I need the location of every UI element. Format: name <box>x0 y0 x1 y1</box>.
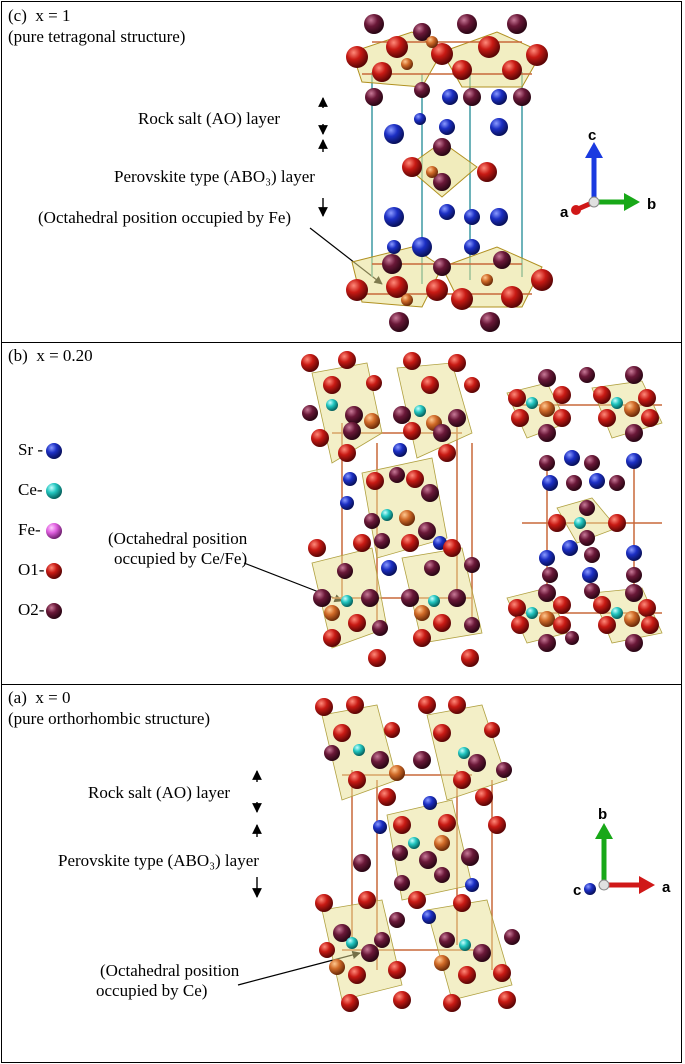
panel-c-heading: (c) x = 1 <box>8 6 70 26</box>
structure-a <box>315 696 520 1012</box>
structure-left <box>301 351 483 667</box>
panel-c-octahedral-note: (Octahedral position occupied by Fe) <box>38 208 292 227</box>
panel-b-label: (b) <box>8 346 28 365</box>
panel-a-note-line1: (Octahedral position <box>100 961 240 980</box>
panel-c: (c) x = 1 (pure tetragonal structure) Ro… <box>1 1 682 343</box>
axis-label-right: b <box>647 196 656 213</box>
panel-a: (a) x = 0 (pure orthorhombic structure) … <box>1 684 682 1063</box>
panel-a-label: (a) <box>8 688 27 707</box>
panel-c-rock-salt-label: Rock salt (AO) layer <box>138 109 281 128</box>
legend-swatch-o2 <box>46 603 62 619</box>
panel-a-figure: b a c <box>237 696 671 1012</box>
panel-a-composition: x = 0 <box>35 688 71 707</box>
atoms-top <box>346 14 548 106</box>
axis-label-left: a <box>560 204 569 221</box>
panel-a-heading: (a) x = 0 <box>8 688 70 708</box>
legend-swatch-o1 <box>46 563 62 579</box>
panel-b-figure <box>46 351 663 667</box>
axis-label-up: b <box>598 806 607 823</box>
legend-label-o1: O1- <box>18 560 45 579</box>
panel-b-composition: x = 0.20 <box>36 346 93 365</box>
legend-swatches <box>46 443 62 619</box>
axis-label-left: c <box>573 882 581 899</box>
panel-b-note-line1: (Octahedral position <box>108 529 248 548</box>
panel-b-heading: (b) x = 0.20 <box>8 346 93 366</box>
atoms-rock-salt <box>384 113 508 257</box>
panel-c-structure: (pure tetragonal structure) <box>8 27 186 46</box>
structure-right <box>506 366 663 652</box>
panel-a-perovskite-label: Perovskite type (ABO₃) layer <box>58 851 259 870</box>
axis-label-right: a <box>662 879 671 896</box>
axis-label-up: c <box>588 127 596 144</box>
panel-c-label: (c) <box>8 6 27 25</box>
legend-label-fe: Fe- <box>18 520 41 539</box>
legend-label-sr: Sr - <box>18 440 44 459</box>
panel-a-rock-salt-label: Rock salt (AO) layer <box>88 783 231 802</box>
atoms-bottom <box>346 251 553 332</box>
panel-c-perovskite-label: Perovskite type (ABO₃) layer <box>114 167 315 186</box>
panel-a-note-line2: occupied by Ce) <box>96 981 208 1000</box>
panel-a-structure: (pure orthorhombic structure) <box>8 709 211 728</box>
legend-swatch-ce <box>46 483 62 499</box>
legend-swatch-sr <box>46 443 62 459</box>
atoms-middle <box>402 138 497 191</box>
legend-label-o2: O2- <box>18 600 45 619</box>
panel-c-composition: x = 1 <box>35 6 71 25</box>
legend-swatch-fe <box>46 523 62 539</box>
axis-triad-a: b a c <box>573 806 671 899</box>
middle-octahedron <box>406 141 478 198</box>
panel-b-note-line2: occupied by Ce/Fe) <box>114 549 248 568</box>
panel-b: (b) x = 0.20 Sr - Ce- Fe- O1- O2- (Octah… <box>1 342 682 685</box>
panel-c-figure: c b a <box>309 14 656 332</box>
legend-label-ce: Ce- <box>18 480 43 499</box>
axis-triad-c: c b a <box>560 127 656 221</box>
